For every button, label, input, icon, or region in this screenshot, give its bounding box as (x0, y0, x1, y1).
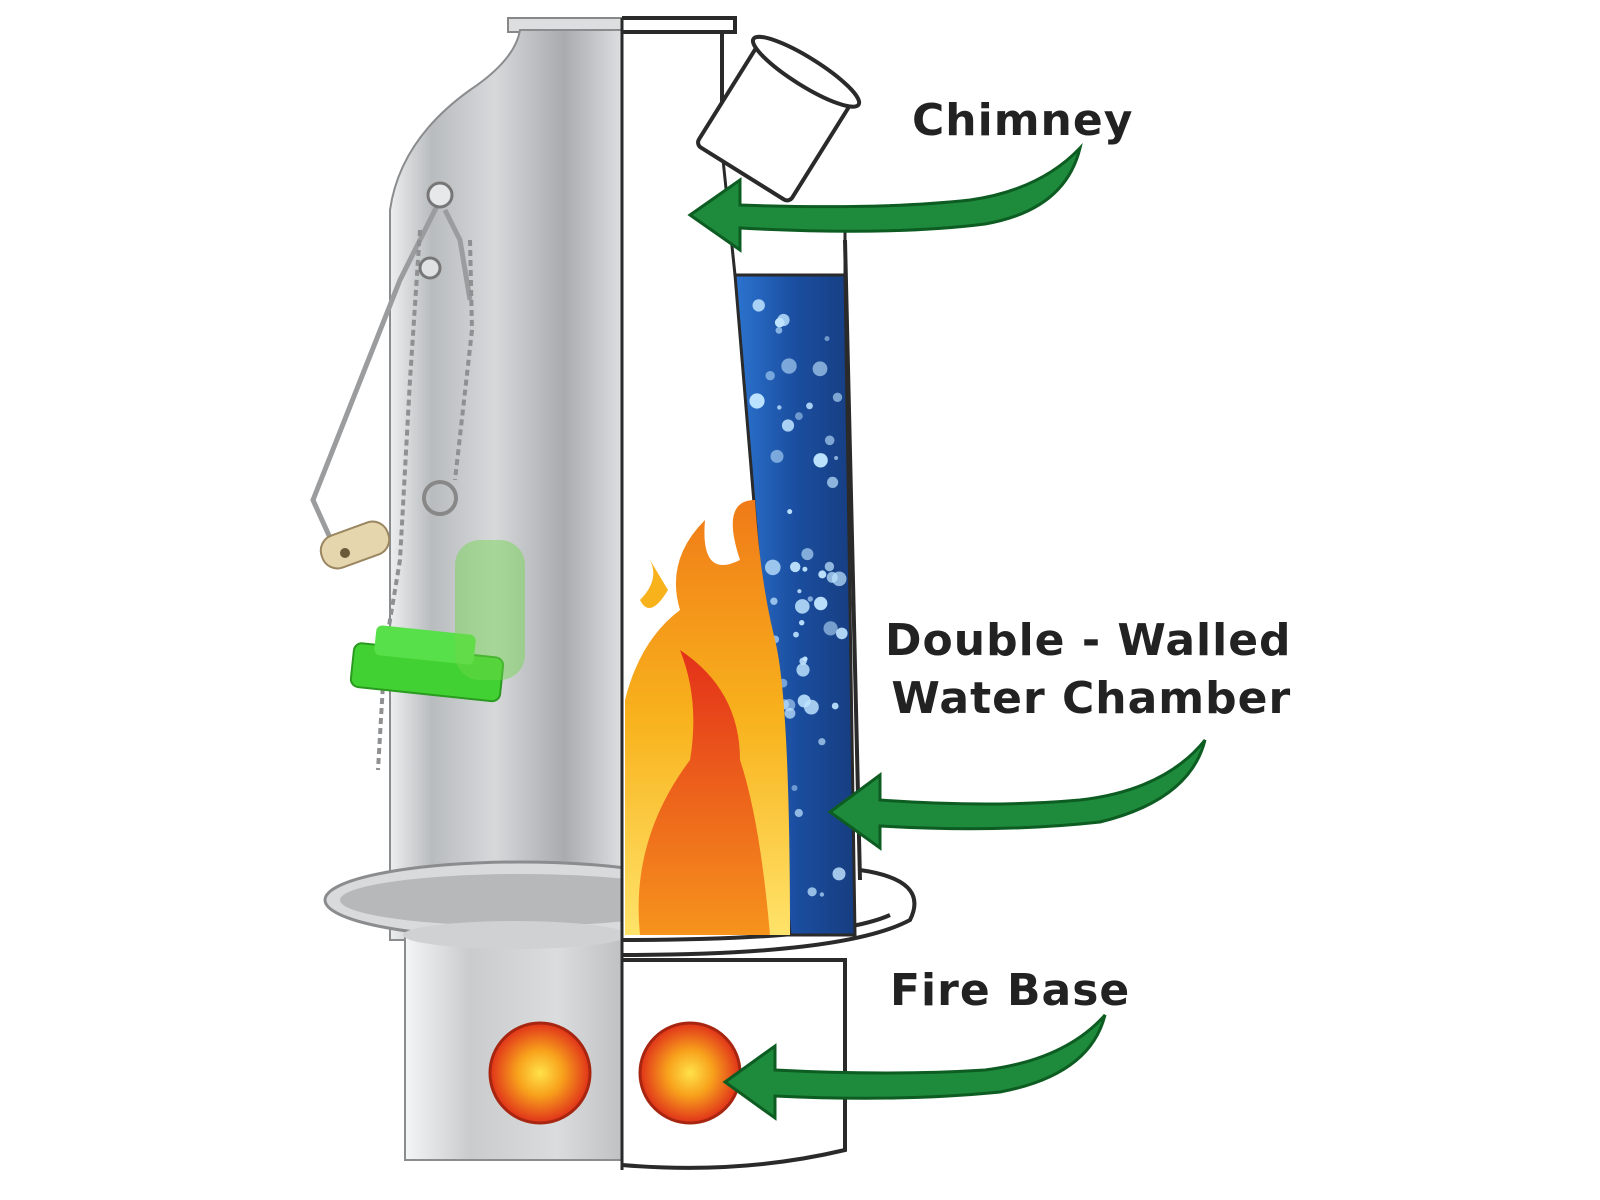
fire-base-arrow-icon (722, 1014, 1107, 1121)
bubble (790, 561, 801, 573)
bubble (796, 663, 810, 677)
bubble (770, 597, 778, 605)
vent-hole-icon (488, 1021, 592, 1125)
bubble (775, 327, 783, 334)
whistle-stopper (349, 540, 525, 703)
vent-hole-icon (638, 1021, 742, 1125)
bubble (819, 892, 825, 897)
bubble (832, 867, 846, 881)
bubble (787, 509, 793, 515)
bubble (814, 596, 828, 611)
bubble (801, 548, 814, 561)
bubble (777, 405, 782, 410)
bubble (802, 566, 808, 572)
bubble (765, 559, 781, 576)
bubble (781, 419, 795, 432)
bubble (781, 358, 797, 374)
bubble (823, 621, 838, 636)
bubble (797, 589, 802, 594)
bubble (832, 392, 843, 402)
bubble (812, 361, 828, 377)
bubble (831, 702, 839, 710)
chimney-label: Chimney (912, 95, 1134, 146)
bubble (783, 699, 796, 712)
bubble (791, 785, 798, 791)
bubble (797, 694, 811, 708)
bubble (818, 738, 826, 746)
wooden-grip (319, 520, 391, 570)
fire-base-label: Fire Base (890, 965, 1131, 1016)
bubble (824, 336, 830, 342)
bubble (795, 412, 803, 420)
bubble (813, 453, 828, 468)
bubble (831, 571, 847, 587)
chamber-arrow-icon (827, 739, 1207, 851)
bubble (818, 570, 827, 579)
water-bubbles (749, 299, 848, 897)
bubble (806, 402, 813, 410)
bubble (834, 456, 839, 460)
bubble (770, 449, 784, 463)
bubble (824, 561, 835, 572)
carry-handle (310, 198, 473, 562)
bubble (795, 599, 810, 614)
handle-pivot-icon (426, 181, 454, 209)
bubble (765, 371, 775, 381)
bubble (824, 435, 835, 446)
bubble (827, 476, 839, 488)
bubble (774, 317, 785, 328)
bubble (802, 656, 808, 662)
bubble (753, 393, 758, 399)
bubble (807, 596, 813, 602)
bubble (836, 627, 848, 640)
bubble (752, 299, 765, 312)
water-chamber-label-line2: Water Chamber (891, 673, 1292, 724)
water-chamber-label: Double - Walled Water Chamber (885, 612, 1292, 728)
water-chamber-label-line1: Double - Walled (885, 615, 1292, 666)
bubble (807, 887, 817, 897)
chimney-arrow-icon (687, 142, 1083, 253)
chimney-cap (696, 34, 862, 203)
bubble (799, 620, 805, 626)
fire-flames (625, 500, 790, 935)
bubble (794, 808, 803, 818)
bubble (793, 631, 799, 638)
